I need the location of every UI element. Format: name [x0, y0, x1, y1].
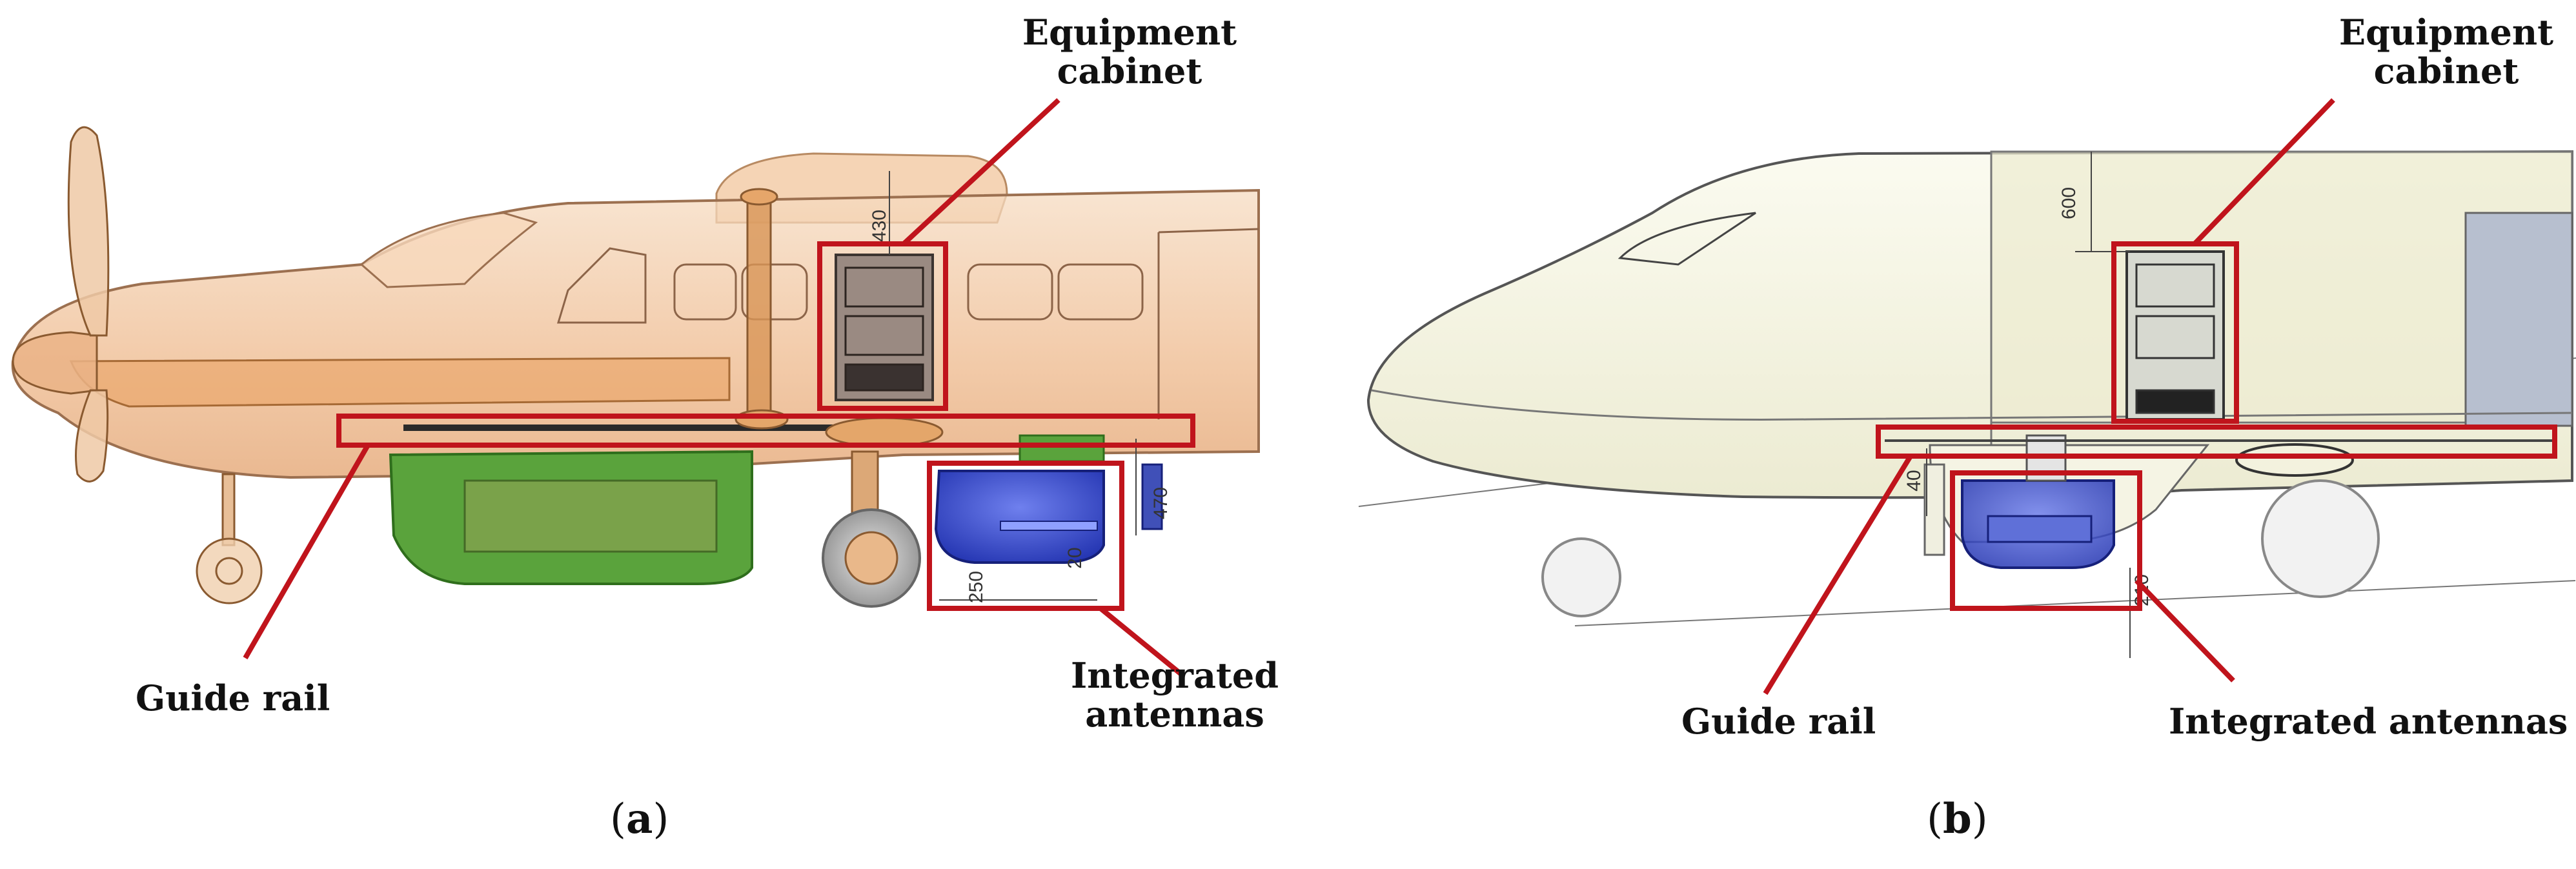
rail-block-a — [1019, 434, 1105, 463]
nose-wheel-a — [196, 537, 263, 604]
cabin-door-b — [2464, 212, 2573, 427]
label-equipment-cabinet-a: Equipment cabinet — [1020, 13, 1239, 91]
antenna-leader-a — [1099, 606, 1183, 677]
label-integrated-antennas-a-line1: Integrated — [1070, 655, 1279, 696]
antenna-b-slot — [1987, 515, 2093, 543]
caption-a-letter: a — [625, 795, 653, 843]
label-equipment-cabinet-b-line1: Equipment — [2338, 12, 2554, 53]
strut-base-a — [735, 409, 789, 430]
main-wheel-hub-a — [844, 531, 898, 585]
antenna-a-bracket — [1141, 463, 1163, 530]
propeller-lower-a — [75, 389, 109, 483]
antenna-highlight-a — [927, 461, 1124, 611]
cabinet-b-unit3 — [2135, 389, 2215, 414]
cabinet-b-unit1 — [2135, 263, 2215, 308]
label-guide-rail-a: Guide rail — [136, 677, 330, 719]
nose-wheel-b — [1541, 537, 1621, 617]
guide-rail-leader-b — [1763, 454, 1913, 695]
highlights-b — [1763, 98, 2557, 695]
aircraft-b — [1358, 150, 2576, 626]
cabinet-a-unit2 — [844, 315, 924, 356]
caption-b: (b) — [1927, 795, 1988, 843]
gear-leg-b — [1923, 463, 1945, 556]
label-equipment-cabinet-b-line2: cabinet — [2373, 50, 2519, 92]
reference-line-b2 — [1574, 580, 2576, 626]
nose-wheel-hub-a — [215, 557, 243, 585]
windshield-line-b — [1618, 212, 1756, 266]
dim-a-antenna-width: 250 — [966, 571, 987, 603]
panel-a: 430 470 250 20 — [11, 98, 1260, 677]
antenna-a — [934, 470, 1105, 564]
cabinet-a-unit1 — [844, 266, 924, 308]
label-integrated-antennas-b: Integrated antennas — [2169, 701, 2568, 742]
rail-hatch-a — [825, 417, 944, 448]
label-integrated-antennas-a-line2: antennas — [1085, 694, 1264, 735]
cabin-floor-band-a — [69, 357, 731, 408]
cabinet-highlight-b — [2111, 241, 2239, 424]
label-equipment-cabinet-a-line2: cabinet — [1057, 50, 1202, 92]
dim-a-antenna-gap: 20 — [1064, 547, 1086, 568]
cabinet-highlight-a — [817, 241, 948, 411]
cabin-window-a2 — [741, 263, 808, 321]
cabinet-leader-b — [2193, 98, 2335, 246]
dim-a-cabinet-top: 430 — [869, 210, 890, 242]
main-wheel-b — [2261, 479, 2380, 598]
dim-b-rail-gap: 40 — [1903, 470, 1925, 491]
label-integrated-antennas-a: Integrated antennas — [1068, 656, 1281, 734]
cabinet-a-unit3 — [844, 363, 924, 392]
antenna-a-slot — [1000, 521, 1098, 531]
wing-root-b — [2235, 443, 2354, 477]
guide-rail-bar-a — [403, 425, 862, 431]
cabin-window-a4 — [1057, 263, 1144, 321]
propeller-upper-a — [67, 126, 110, 337]
belly-line-b — [1371, 389, 2573, 421]
cockpit-window-a — [556, 247, 647, 324]
panel-b: 600 40 210 — [1358, 98, 2576, 695]
caption-b-letter: b — [1942, 795, 1972, 843]
aircraft-a — [11, 126, 1260, 608]
label-guide-rail-b: Guide rail — [1681, 701, 1876, 742]
antenna-leader-b — [2135, 579, 2235, 683]
highlights-a — [243, 98, 1195, 677]
nose-gear-strut-a — [221, 473, 236, 546]
cabin-window-a1 — [673, 263, 737, 321]
cabin-door-a — [1157, 228, 1259, 419]
dim-a-antenna-height: 470 — [1150, 487, 1171, 519]
antenna-highlight-b — [1950, 470, 2142, 611]
cabin-window-a3 — [967, 263, 1053, 321]
guide-rail-highlight-b — [1876, 425, 2557, 459]
cabinet-leader-a — [902, 98, 1060, 246]
guide-rail-leader-a — [243, 444, 370, 659]
cargo-pod-panel-a — [463, 479, 718, 553]
caption-a: (a) — [610, 795, 669, 843]
guide-rail-highlight-a — [336, 414, 1195, 448]
fuselage-a — [11, 188, 1260, 479]
dim-b-cabinet-top: 600 — [2058, 187, 2080, 219]
wing-strut-a — [746, 195, 772, 421]
strut-top-a — [740, 188, 778, 206]
label-equipment-cabinet-a-line1: Equipment — [1022, 12, 1237, 53]
cockpit-canopy-a — [360, 212, 538, 288]
cabinet-b-unit2 — [2135, 315, 2215, 359]
label-equipment-cabinet-b: Equipment cabinet — [2337, 13, 2556, 91]
